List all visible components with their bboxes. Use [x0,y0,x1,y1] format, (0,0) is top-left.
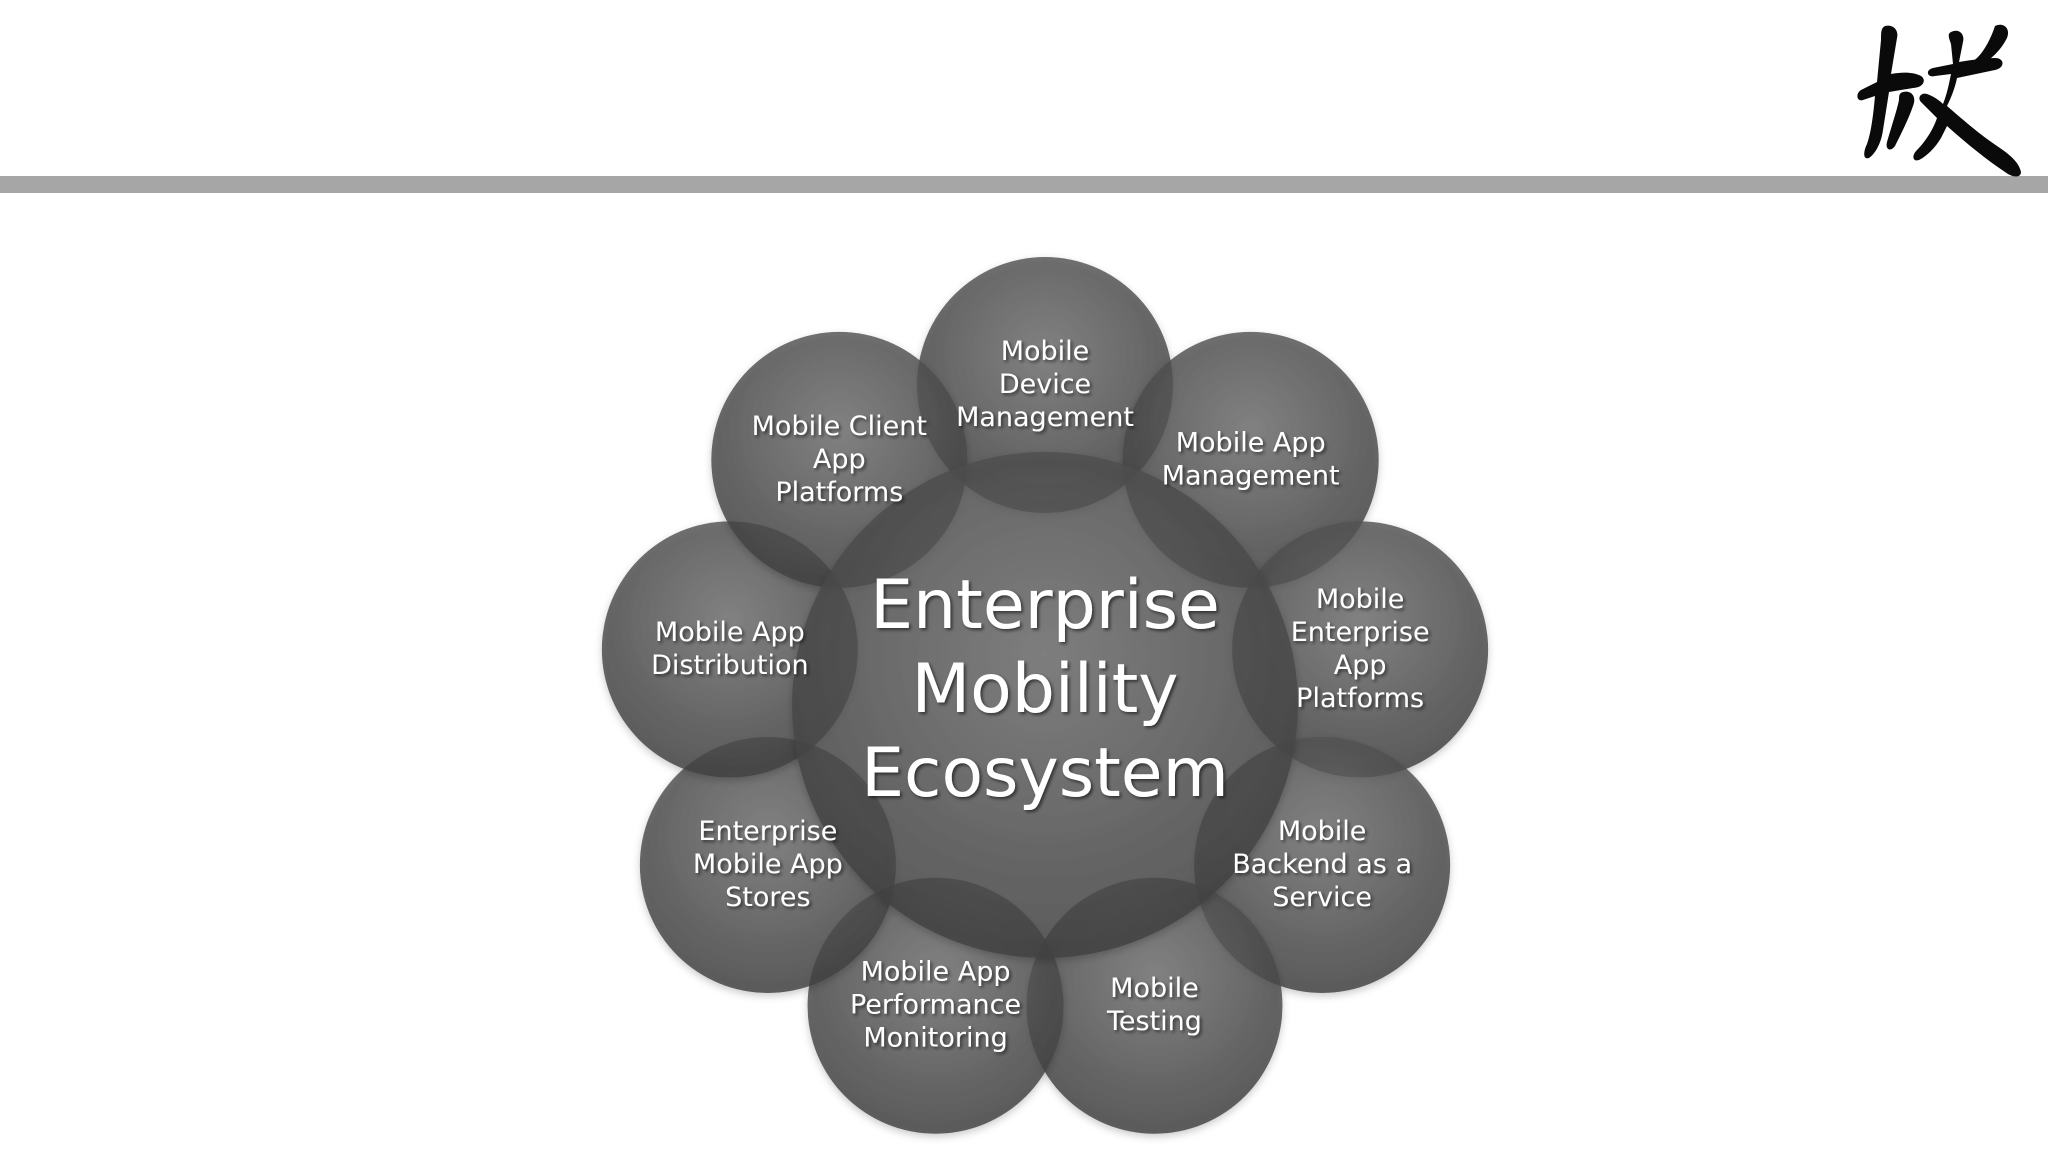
node-label-line: Performance [850,989,1021,1020]
node-label-line: Management [956,402,1134,433]
node-label-line: Enterprise [698,816,837,847]
node-label-line: Monitoring [863,1022,1007,1053]
node-label-line: Management [1162,460,1340,491]
node-label-line: Testing [1106,1006,1202,1037]
center-label-line: Ecosystem [861,734,1229,813]
node-label-line: Service [1272,882,1372,913]
center-circle [792,452,1298,958]
node-label-line: Enterprise [1291,616,1430,647]
node-circle [917,257,1173,513]
node-label-line: Mobile [1110,973,1199,1004]
node-label-line: Mobile [1316,583,1405,614]
node-label-line: Mobile [1001,336,1090,367]
node-label-line: Mobile [1278,816,1367,847]
node-label-line: Mobile App [693,849,843,880]
center-label-line: Mobility [911,650,1178,729]
center-label-line: Enterprise [870,566,1220,645]
header-rule [0,176,2048,193]
circles-layer [601,257,1489,1134]
node-label-line: Mobile App [861,956,1011,987]
calligraphy-logo-icon [1857,24,2021,177]
node-label-line: Mobile App [1176,427,1326,458]
node-label-line: Platforms [1296,682,1424,713]
node-label-line: App [1334,649,1387,680]
node-label-line: Mobile App [655,616,805,647]
node-label-line: Mobile Client [752,410,927,441]
node-label-line: Backend as a [1232,849,1412,880]
node-label-line: Platforms [775,476,903,507]
node-label-line: App [813,443,866,474]
node-label-line: Stores [725,882,810,913]
node-label-line: Distribution [651,649,809,680]
node-label-line: Device [999,369,1091,400]
